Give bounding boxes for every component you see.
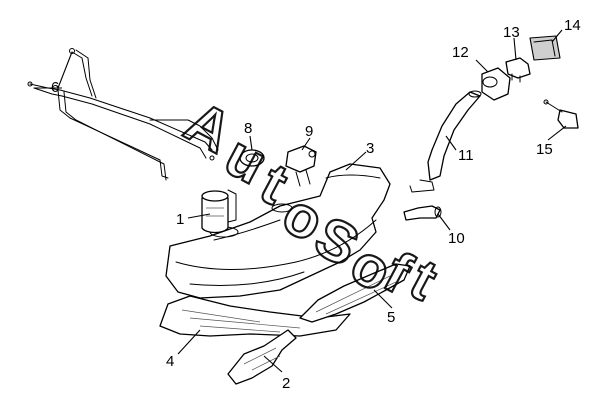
callout-5: 5 [387, 309, 395, 326]
callout-labels: 1 2 3 4 5 6 8 9 10 11 12 13 14 15 [51, 17, 581, 392]
leader-lines [34, 29, 567, 373]
callout-13: 13 [503, 24, 520, 41]
callout-2: 2 [282, 375, 290, 392]
callout-10: 10 [448, 230, 465, 247]
callout-9: 9 [305, 123, 313, 140]
fuel-flap-part-14 [529, 35, 561, 61]
flap-actuator-part-15 [543, 99, 579, 129]
fuel-tank-part-3 [165, 163, 391, 299]
lock-ring-part-8 [239, 149, 265, 167]
callout-6: 6 [51, 79, 59, 96]
fuel-lines-part-6 [27, 48, 219, 181]
rear-heat-shield-part-5 [299, 263, 411, 323]
callout-4: 4 [166, 353, 174, 370]
filler-neck-part-11 [409, 90, 482, 193]
lock-cylinder-part-13 [505, 57, 531, 83]
callout-12: 12 [452, 44, 469, 61]
callout-15: 15 [536, 141, 553, 158]
fuel-pump-part-1 [201, 189, 237, 234]
callout-3: 3 [366, 140, 374, 157]
shield-bracket-part-2 [227, 329, 297, 385]
callout-1: 1 [176, 211, 184, 228]
filler-hose-part-10 [403, 205, 442, 221]
callout-8: 8 [244, 120, 252, 137]
callout-11: 11 [458, 147, 474, 164]
callout-14: 14 [564, 17, 581, 34]
sender-unit-part-9 [285, 145, 317, 187]
filler-cap-part-12 [481, 67, 511, 101]
lower-heat-shield-part-4 [159, 295, 351, 337]
